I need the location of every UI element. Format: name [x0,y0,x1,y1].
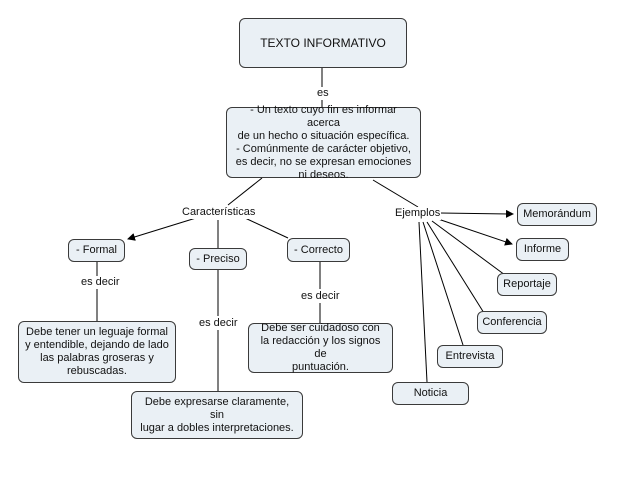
link-label-es-decir-formal: es decir [80,276,121,289]
conferencia-node[interactable]: Conferencia [477,311,547,334]
connector-ejemplos-conferencia [426,221,485,314]
formal-desc-node[interactable]: Debe tener un leguaje formal y entendibl… [18,321,176,383]
correcto-desc-node-text: Debe ser cuidadoso con la redacción y lo… [260,322,381,373]
link-label-ejemplos: Ejemplos [394,207,442,220]
root-node[interactable]: TEXTO INFORMATIVO [239,18,407,68]
noticia-node-text: Noticia [413,387,448,399]
reportaje-node[interactable]: Reportaje [497,273,557,296]
definicion-node-text: - Un texto cuyo fin es informar acerca d… [235,103,412,181]
formal-desc-node-text: Debe tener un leguaje formal y entendibl… [25,326,169,377]
informe-node[interactable]: Informe [516,238,569,261]
informe-node-text: Informe [523,243,562,255]
connector-definicion-ejemplos [372,179,419,208]
link-label-es-decir-correcto: es decir [300,290,341,303]
conferencia-node-text: Conferencia [482,316,542,328]
connector-ejemplos-noticia [418,221,428,383]
preciso-desc-node-text: Debe expresarse claramente, sin lugar a … [140,395,294,434]
link-label-es: es [316,87,330,100]
noticia-node[interactable]: Noticia [392,382,469,405]
connector-caracteristicas-formal [127,217,197,241]
memorandum-node[interactable]: Memorándum [517,203,597,226]
link-label-es-decir-preciso: es decir [198,317,239,330]
connector-ejemplos-informe [437,218,513,246]
preciso-node[interactable]: - Preciso [189,248,247,270]
preciso-desc-node[interactable]: Debe expresarse claramente, sin lugar a … [131,391,303,439]
connector-ejemplos-memorandum [439,209,514,218]
connector-ejemplos-entrevista [422,221,464,346]
correcto-node-text: - Correcto [294,243,343,256]
definicion-node[interactable]: - Un texto cuyo fin es informar acerca d… [226,104,421,181]
reportaje-node-text: Reportaje [503,278,551,290]
formal-node-text: - Formal [76,244,117,256]
connector-ejemplos-reportaje [431,220,506,276]
root-node-text: TEXTO INFORMATIVO [260,35,386,50]
link-label-caracteristicas: Características [181,206,257,219]
correcto-desc-node[interactable]: Debe ser cuidadoso con la redacción y lo… [248,322,393,373]
formal-node[interactable]: - Formal [68,239,125,262]
preciso-node-text: - Preciso [196,252,240,265]
memorandum-node-text: Memorándum [523,208,591,220]
connector-caracteristicas-correcto [244,217,289,239]
connector-definicion-caracteristicas [227,177,263,206]
correcto-node[interactable]: - Correcto [287,238,350,262]
entrevista-node[interactable]: Entrevista [437,345,503,368]
entrevista-node-text: Entrevista [445,350,495,362]
